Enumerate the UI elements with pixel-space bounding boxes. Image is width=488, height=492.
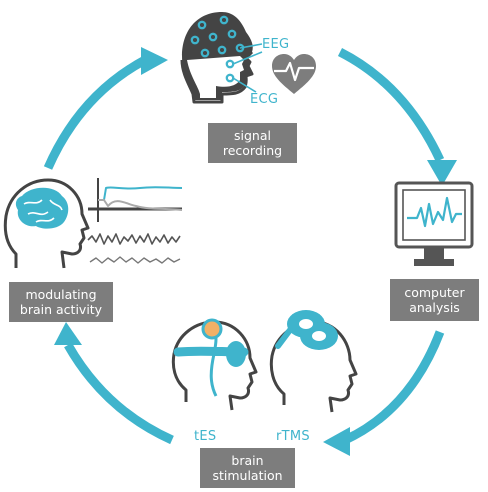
modulating-line2: brain activity [19,302,103,317]
arrowhead-left [54,322,82,345]
rtms-label: rTMS [276,429,310,444]
ecg-label: ECG [250,92,278,107]
signal-recording-line2: recording [222,143,283,158]
arrow-bottom-right [343,330,445,445]
arrow-top-right [337,47,445,162]
tes-head-icon [171,318,258,411]
rtms-head-icon [269,310,358,413]
arrowhead-bottom [323,427,350,456]
arrowhead-right [427,160,457,186]
arrow-heads [54,47,457,456]
tms-coil [275,310,338,350]
cycle-arrows [43,47,445,445]
arrowhead-top [141,47,168,75]
brain-head-icon [3,178,90,269]
computer-analysis-label: computer analysis [390,279,479,321]
arrow-top-left [43,56,148,170]
monitor-icon [394,181,474,266]
brain-stimulation-label: brain stimulation [200,448,295,488]
brain-stimulation-line2: stimulation [212,468,283,483]
brain-stimulation-line1: brain [231,453,264,468]
computer-analysis-line1: computer [404,285,465,300]
signal-recording-line1: signal [234,128,271,143]
arrow-bottom-left [64,342,174,445]
modulating-line1: modulating [25,287,97,302]
heart-icon [272,54,316,94]
signal-traces-icon [87,178,183,264]
eeg-label: EEG [262,37,289,52]
computer-analysis-line2: analysis [409,300,460,315]
eeg-head-icon [180,12,263,104]
modulating-brain-activity-label: modulating brain activity [9,282,113,322]
signal-recording-label: signal recording [208,123,297,163]
tes-label: tES [194,429,216,444]
